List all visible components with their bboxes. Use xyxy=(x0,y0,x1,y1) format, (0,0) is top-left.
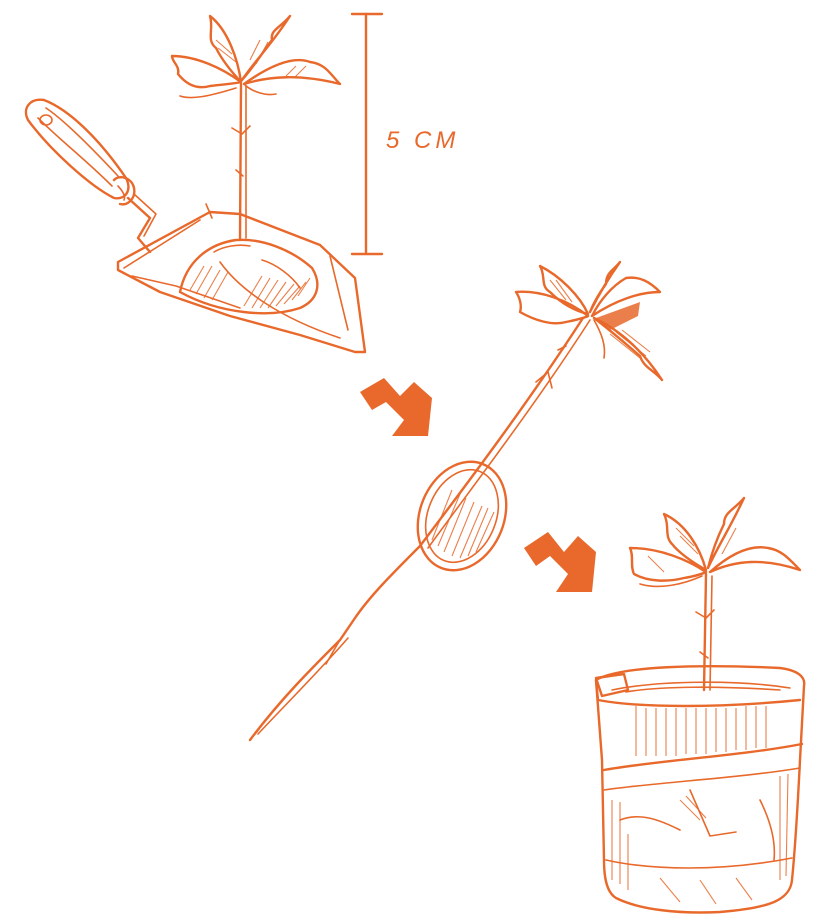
arrow-step-2-to-3 xyxy=(524,532,596,592)
measurement-scale-bar: 5 CM xyxy=(352,14,459,254)
step1-trowel-with-seedling xyxy=(26,16,365,352)
root-ball xyxy=(402,448,522,583)
plastic-nursery-bag xyxy=(596,666,804,912)
soil-mound xyxy=(180,240,317,313)
soil-hatching xyxy=(190,266,310,308)
bag-seedling-stem xyxy=(696,574,714,690)
trowel-handle xyxy=(26,100,156,252)
step3-planted-seedling-bag xyxy=(596,498,804,912)
seedling-leaves xyxy=(172,16,340,98)
seedling-root xyxy=(250,546,420,740)
bag-seedling-leaves xyxy=(630,498,800,586)
step2-seedling-with-root xyxy=(250,262,662,740)
trowel-blade xyxy=(118,204,365,352)
arrow-step-1-to-2 xyxy=(360,378,432,436)
measurement-label: 5 CM xyxy=(386,127,459,154)
bag-leaf-hatching xyxy=(648,528,736,572)
